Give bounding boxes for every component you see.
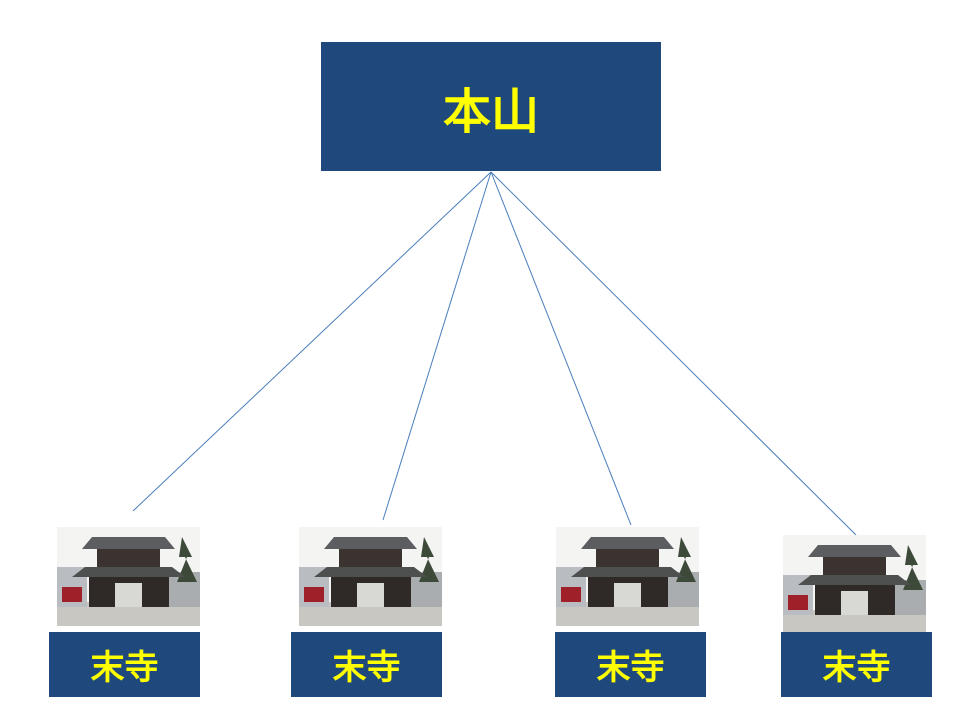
branch-temple-label: 末寺 xyxy=(332,648,401,688)
temple-gate-photo xyxy=(556,527,699,626)
branch-temple-box: 末寺 xyxy=(781,632,932,697)
branch-temple-box: 末寺 xyxy=(291,632,442,697)
connector-line xyxy=(490,171,632,526)
branch-temple-box: 末寺 xyxy=(49,632,200,697)
branch-temple-label: 末寺 xyxy=(822,648,891,688)
connector-line xyxy=(382,171,492,521)
connector-line xyxy=(132,171,492,512)
temple-gate-photo xyxy=(299,527,442,626)
branch-temple-label: 末寺 xyxy=(90,648,159,688)
head-temple-label: 本山 xyxy=(442,83,539,140)
branch-temple-box: 末寺 xyxy=(555,632,706,697)
connector-line xyxy=(490,171,857,536)
head-temple-box: 本山 xyxy=(321,42,661,171)
temple-gate-photo xyxy=(57,527,200,626)
temple-gate-photo xyxy=(783,535,926,634)
branch-temple-label: 末寺 xyxy=(596,648,665,688)
